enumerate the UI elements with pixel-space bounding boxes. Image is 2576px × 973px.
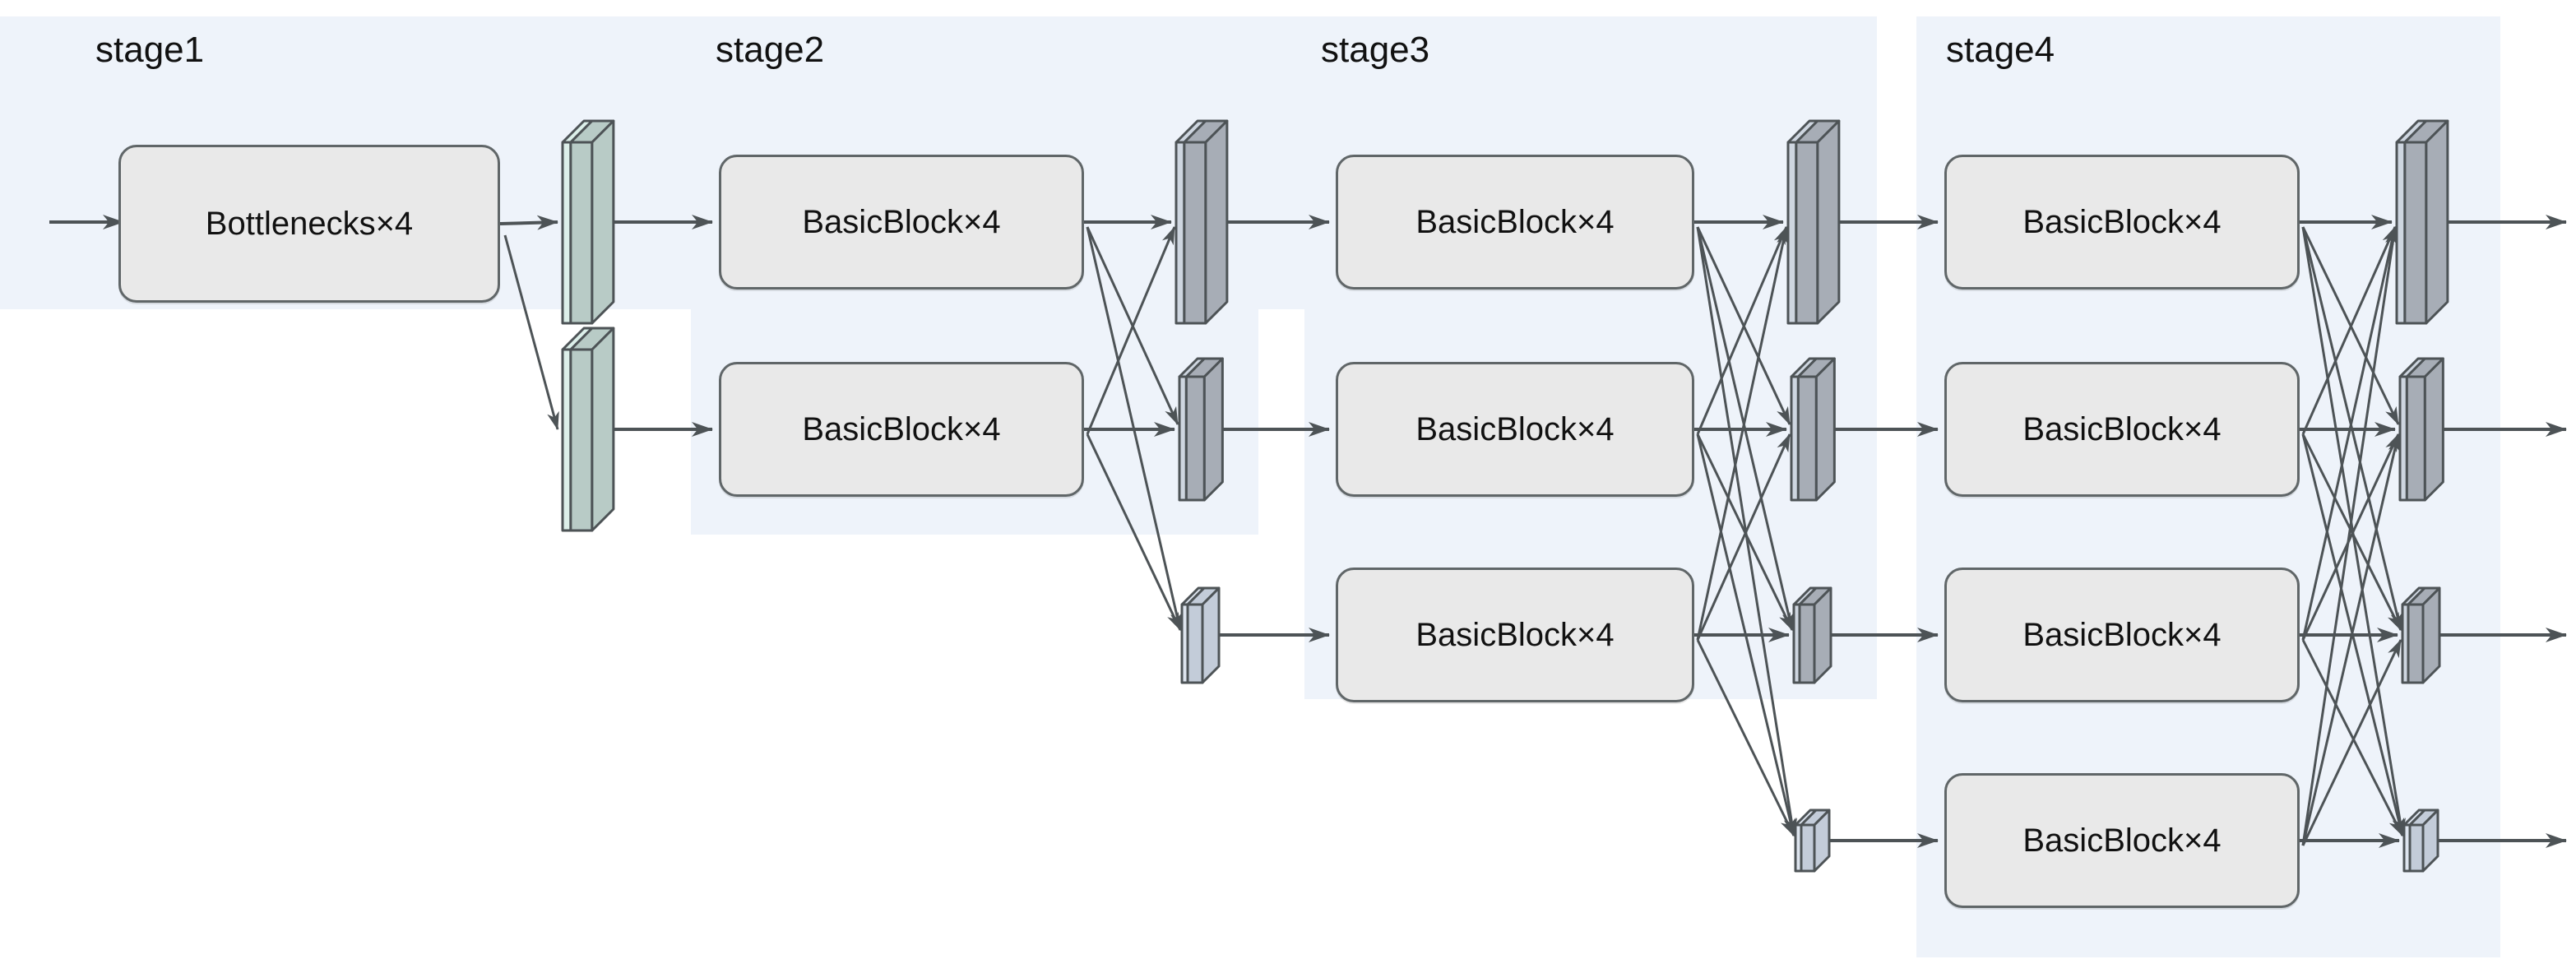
feature-slab-stage4-branch1 — [2397, 355, 2444, 503]
feature-slab-stage1-branch1 — [559, 325, 615, 534]
feature-slab-stage3-branch1 — [1788, 355, 1836, 503]
block-stage4-branch3[interactable]: BasicBlock×4 — [1944, 773, 2300, 908]
stage-label-stage3: stage3 — [1321, 30, 1430, 70]
block-stage4-branch0[interactable]: BasicBlock×4 — [1944, 155, 2300, 290]
feature-slab-stage3-branch0 — [1785, 118, 1841, 327]
block-stage4-branch2[interactable]: BasicBlock×4 — [1944, 568, 2300, 702]
block-stage3-branch0[interactable]: BasicBlock×4 — [1336, 155, 1694, 290]
block-stage2-branch0[interactable]: BasicBlock×4 — [719, 155, 1084, 290]
block-stage3-branch2[interactable]: BasicBlock×4 — [1336, 568, 1694, 702]
feature-slab-stage3-branch2 — [1791, 585, 1832, 686]
feature-slab-stage2-branch2 — [1179, 585, 1221, 686]
feature-slab-stage3-branch3 — [1792, 807, 1831, 874]
block-stage4-branch1[interactable]: BasicBlock×4 — [1944, 362, 2300, 497]
feature-slab-stage1-branch0 — [559, 118, 615, 327]
feature-slab-stage2-branch0 — [1173, 118, 1229, 327]
stage-label-stage1: stage1 — [95, 30, 205, 70]
stage-label-stage2: stage2 — [716, 30, 825, 70]
stage-label-stage4: stage4 — [1946, 30, 2055, 70]
block-stage3-branch1[interactable]: BasicBlock×4 — [1336, 362, 1694, 497]
feature-slab-stage4-branch0 — [2393, 118, 2449, 327]
block-stage2-branch1[interactable]: BasicBlock×4 — [719, 362, 1084, 497]
feature-slab-stage4-branch3 — [2401, 807, 2439, 874]
feature-slab-stage4-branch2 — [2399, 585, 2441, 686]
feature-slab-stage2-branch1 — [1176, 355, 1224, 503]
block-stage1-branch0[interactable]: Bottlenecks×4 — [118, 145, 500, 303]
